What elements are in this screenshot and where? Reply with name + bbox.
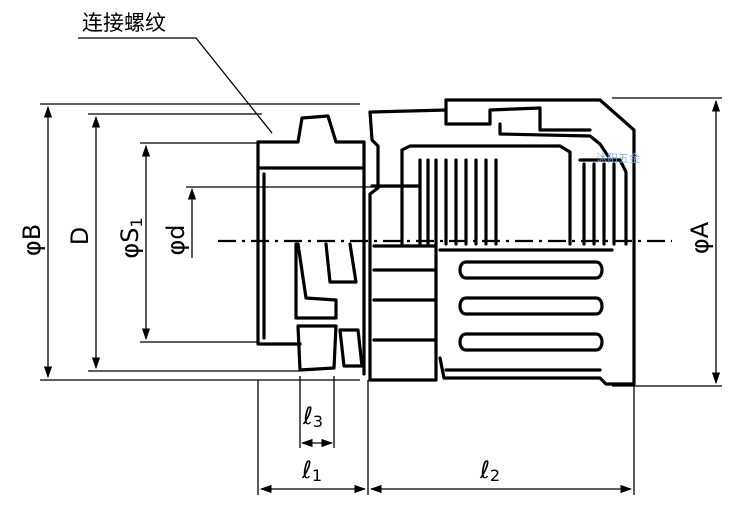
watermark: 沐阳五金 (596, 151, 640, 165)
thread-leader (78, 37, 273, 134)
dim-label-l3: ℓ3 (302, 402, 323, 431)
dim-label-phiA: φA (686, 221, 714, 254)
dim-label-phid: φd (162, 224, 190, 255)
gland-outline (256, 98, 636, 386)
thread-label: 连接螺纹 (82, 11, 166, 35)
dim-label-l1: ℓ1 (301, 456, 322, 485)
dim-label-D: D (66, 227, 94, 245)
dimension-lines (43, 99, 721, 494)
dim-label-l2: ℓ2 (479, 456, 500, 485)
dim-label-phiB: φB (18, 224, 46, 256)
extension-lines (40, 97, 722, 495)
dim-label-phiS1: φS1 (116, 217, 146, 258)
